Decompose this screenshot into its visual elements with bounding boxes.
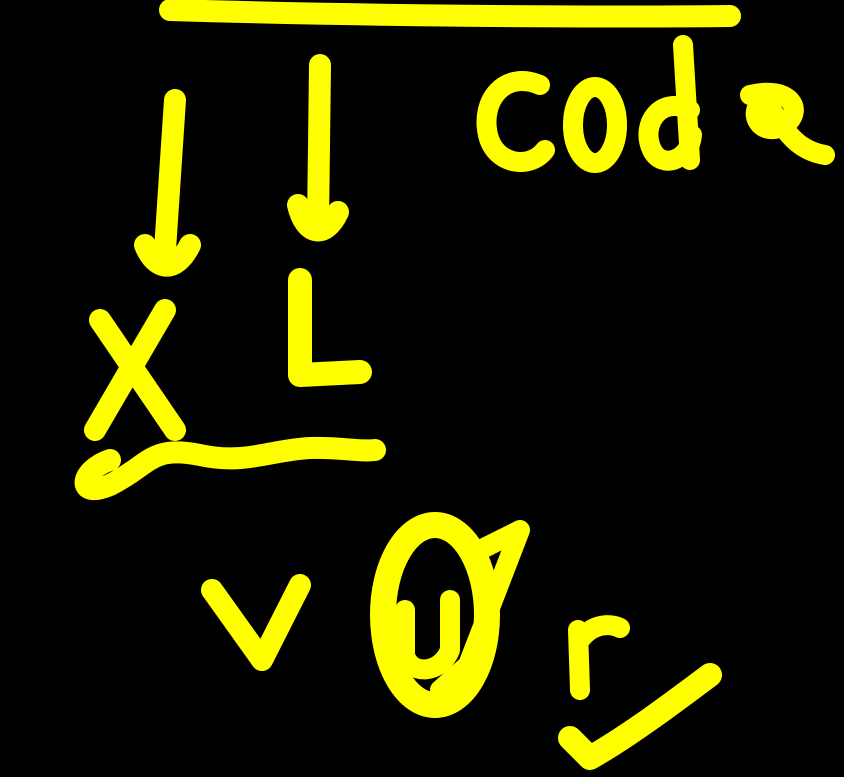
checkmark-icon [558,663,722,770]
circled-u-icon [370,512,530,718]
down-arrow-right-icon [287,54,349,242]
handwritten-letter-l [288,268,372,387]
handwritten-letter-r [568,615,630,700]
handwritten-letter-v [201,574,311,671]
down-arrow-left-icon [134,89,201,277]
top-bar-stroke [159,0,741,28]
wavy-underline-stroke [74,436,386,501]
handwritten-word-code [476,35,835,173]
handwritten-letter-x [84,299,186,441]
